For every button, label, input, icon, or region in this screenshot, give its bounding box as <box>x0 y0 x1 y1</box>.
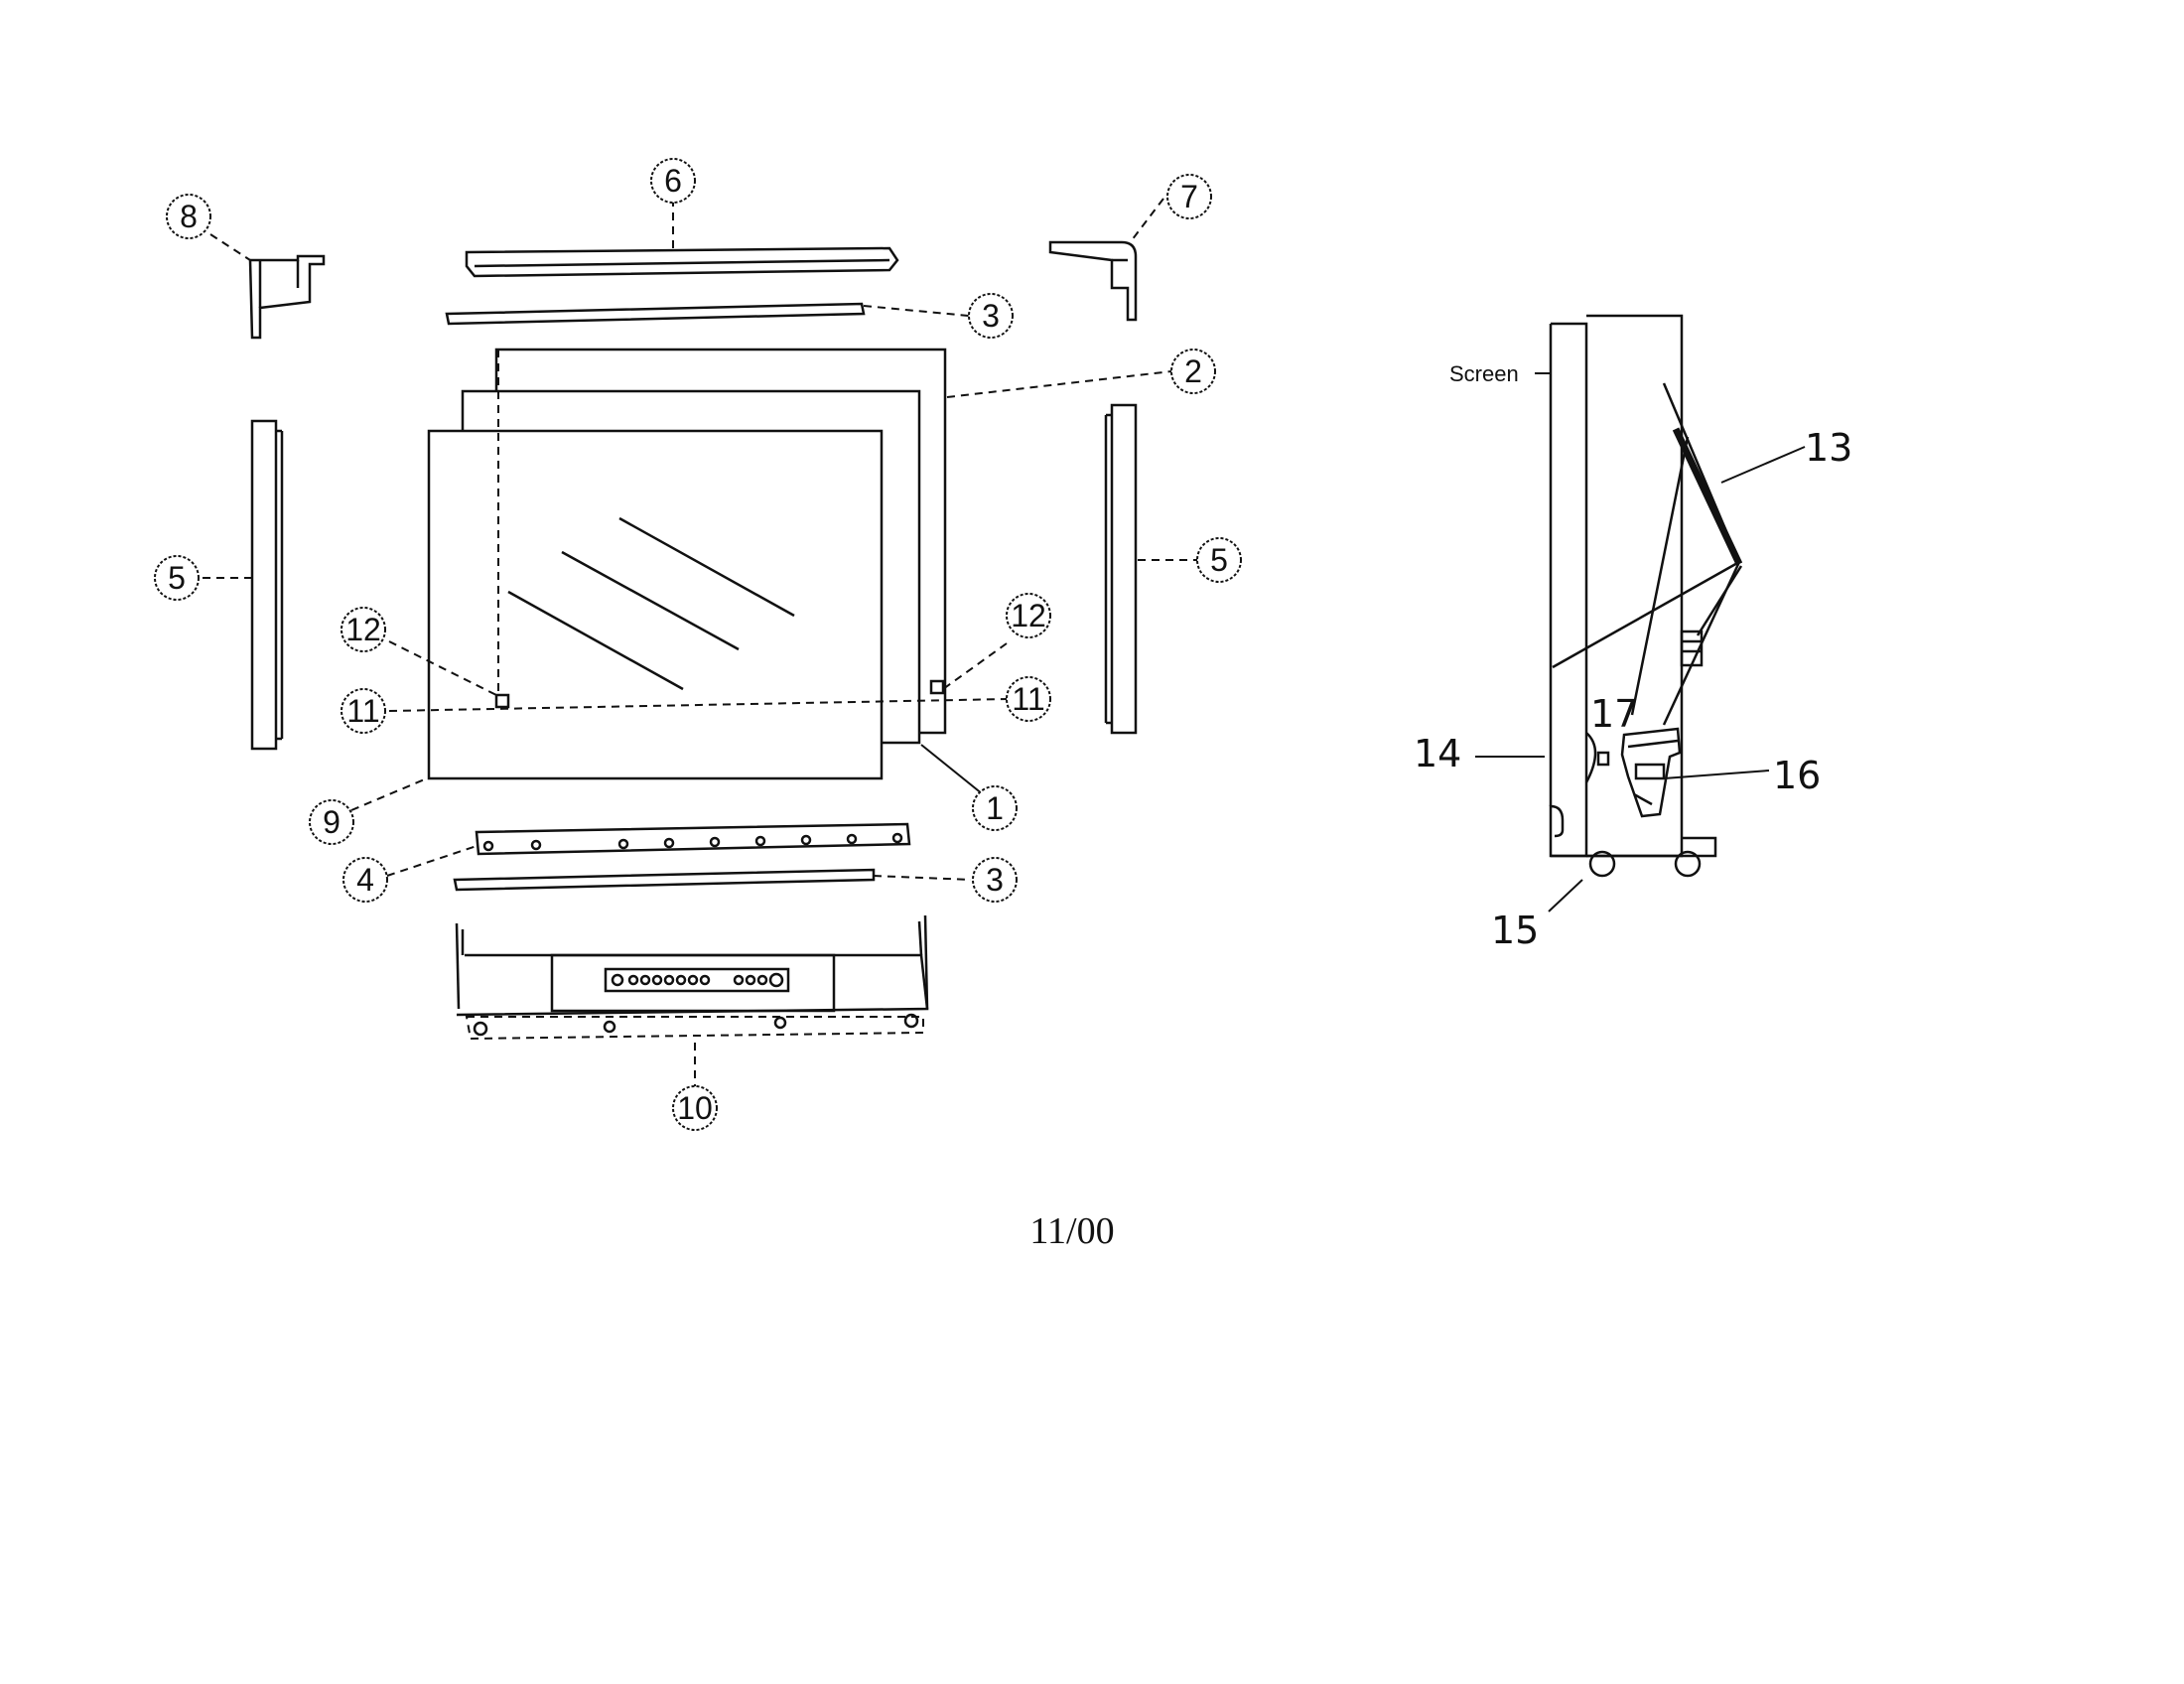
svg-text:6: 6 <box>664 163 682 199</box>
part-5-right-side-rail <box>1104 403 1138 735</box>
callout-5-right: 5 <box>1196 537 1242 583</box>
part-9-front-screen-panel <box>427 429 884 780</box>
callout-2: 2 <box>1170 349 1216 394</box>
part-3-bottom-strip <box>453 868 876 892</box>
svg-text:7: 7 <box>1180 179 1198 214</box>
part-7-right-corner-bracket <box>1048 240 1138 322</box>
svg-text:1: 1 <box>986 790 1004 826</box>
callout-3-bottom: 3 <box>972 857 1018 903</box>
label-16: 16 <box>1773 754 1821 797</box>
callout-8: 8 <box>166 194 211 239</box>
svg-text:4: 4 <box>356 862 374 898</box>
revision-date: 11/00 <box>1029 1210 1114 1252</box>
callout-9: 9 <box>309 799 354 845</box>
screen-label: Screen <box>1449 361 1519 386</box>
callout-7: 7 <box>1166 174 1212 219</box>
callout-5-left: 5 <box>154 555 200 601</box>
svg-text:8: 8 <box>180 199 198 234</box>
side-view-labels: Screen 13 14 15 16 17 <box>1414 361 1852 952</box>
side-view-cabinet <box>1549 314 1743 878</box>
label-17: 17 <box>1590 692 1638 736</box>
part-6-top-frame <box>465 246 899 278</box>
callout-3-top: 3 <box>968 293 1014 339</box>
label-14: 14 <box>1414 732 1461 775</box>
part-10-bottom-cabinet <box>455 914 929 1041</box>
svg-text:5: 5 <box>168 560 186 596</box>
part-3-top-strip <box>445 302 866 326</box>
callout-12-left: 12 <box>341 607 386 652</box>
callout-1: 1 <box>972 785 1018 831</box>
callout-11-right: 11 <box>1006 676 1051 722</box>
svg-text:3: 3 <box>986 862 1004 898</box>
part-8-left-corner-bracket <box>248 254 326 340</box>
callout-11-left: 11 <box>341 688 386 734</box>
svg-text:12: 12 <box>1011 598 1046 633</box>
part-4-lower-rail <box>475 822 911 856</box>
svg-text:3: 3 <box>982 298 1000 334</box>
part-11-12-clips <box>494 679 945 709</box>
part-5-left-side-rail <box>250 419 284 751</box>
label-13: 13 <box>1805 426 1852 470</box>
svg-text:12: 12 <box>345 612 381 647</box>
label-15: 15 <box>1491 909 1539 952</box>
svg-text:5: 5 <box>1210 542 1228 578</box>
callout-6: 6 <box>650 158 696 204</box>
leader-lines <box>203 198 1197 1086</box>
svg-text:9: 9 <box>323 804 341 840</box>
callout-4: 4 <box>342 857 388 903</box>
callout-10: 10 <box>672 1085 718 1131</box>
callout-12-right: 12 <box>1006 593 1051 638</box>
svg-text:10: 10 <box>677 1090 713 1126</box>
svg-text:11: 11 <box>346 693 379 729</box>
svg-text:2: 2 <box>1184 353 1202 389</box>
svg-text:11: 11 <box>1012 681 1044 717</box>
